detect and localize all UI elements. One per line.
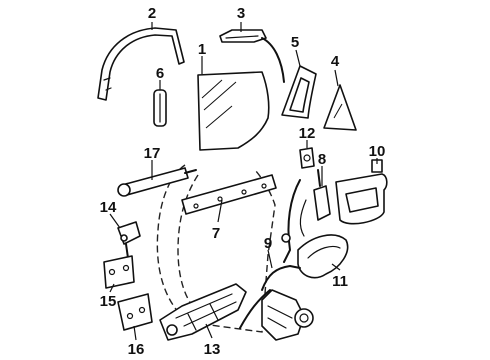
callout-10: 10 bbox=[369, 143, 386, 160]
callout-4: 4 bbox=[331, 53, 340, 70]
callout-11: 11 bbox=[332, 273, 348, 290]
callout-9: 9 bbox=[264, 235, 272, 252]
regulator-motor-cover-part bbox=[297, 234, 349, 279]
upper-hinge-part bbox=[117, 221, 141, 259]
leader-line-14 bbox=[109, 213, 121, 229]
belt-molding-part bbox=[181, 174, 277, 215]
callout-3: 3 bbox=[237, 5, 245, 22]
weatherstrip-arch-part bbox=[97, 27, 185, 101]
leader-line-5 bbox=[295, 49, 301, 67]
handle-link-part bbox=[117, 167, 197, 197]
callout-16: 16 bbox=[128, 341, 145, 358]
outside-handle-part bbox=[335, 159, 388, 225]
leader-line-13 bbox=[205, 323, 213, 339]
leader-line-16 bbox=[133, 325, 137, 341]
callout-7: 7 bbox=[212, 225, 220, 242]
latch-bracket-part bbox=[299, 147, 315, 169]
callout-2: 2 bbox=[148, 5, 156, 22]
leader-line-11 bbox=[331, 263, 341, 271]
door-shell-inner-outline bbox=[177, 174, 201, 316]
door-glass-part bbox=[197, 71, 270, 151]
callout-14: 14 bbox=[100, 199, 117, 216]
callout-5: 5 bbox=[291, 34, 299, 51]
callout-12: 12 bbox=[299, 125, 316, 142]
window-regulator-part bbox=[159, 283, 247, 341]
leader-line-9 bbox=[267, 249, 273, 269]
callout-17: 17 bbox=[144, 145, 161, 162]
leader-line-7 bbox=[217, 199, 223, 223]
division-channel-part bbox=[153, 89, 167, 127]
lower-hinge-part bbox=[103, 255, 135, 289]
callout-6: 6 bbox=[156, 65, 164, 82]
latch-assembly-part bbox=[281, 169, 331, 263]
quarter-glass-part bbox=[323, 84, 357, 131]
callout-13: 13 bbox=[204, 341, 221, 358]
leader-line-15 bbox=[109, 283, 115, 293]
callout-15: 15 bbox=[100, 293, 117, 310]
upper-frame-trim-part bbox=[219, 29, 285, 83]
power-regulator-part bbox=[239, 265, 314, 341]
callout-8: 8 bbox=[318, 151, 326, 168]
leader-line-4 bbox=[334, 69, 339, 87]
vent-frame-part bbox=[281, 65, 317, 119]
hinge-bracket-part bbox=[117, 293, 153, 331]
callout-1: 1 bbox=[198, 41, 206, 58]
